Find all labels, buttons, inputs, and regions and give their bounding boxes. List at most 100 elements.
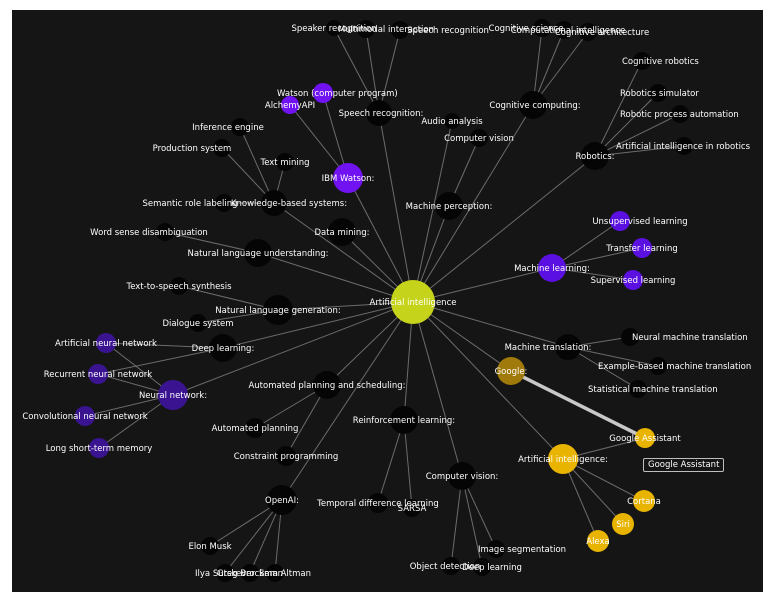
- node-label-cogc: Cognitive computing:: [489, 101, 580, 111]
- node-watcp[interactable]: [313, 83, 333, 103]
- node-tts[interactable]: [170, 277, 188, 295]
- node-spk[interactable]: [326, 20, 342, 36]
- edge-robotics-robsim: [594, 92, 659, 157]
- node-label-ilya: Ilya Sutskever: [195, 569, 255, 579]
- node-greg[interactable]: [241, 564, 259, 582]
- edge-root-dl: [222, 301, 414, 349]
- node-siri[interactable]: [612, 513, 634, 535]
- node-smt[interactable]: [629, 380, 647, 398]
- node-wsd[interactable]: [156, 223, 174, 241]
- edge-root-speech: [378, 112, 414, 303]
- node-label-ul: Unsupervised learning: [592, 217, 687, 227]
- node-label-cortana: Cortana: [627, 497, 661, 507]
- node-td[interactable]: [368, 493, 388, 513]
- edge-rl-sarsa: [403, 419, 413, 509]
- node-airob[interactable]: [675, 137, 693, 155]
- node-label-wsd: Word sense disambiguation: [90, 228, 208, 238]
- node-muii[interactable]: [357, 20, 375, 38]
- edge-cogc-cogarch: [532, 31, 589, 106]
- node-rpa[interactable]: [671, 105, 689, 123]
- node-nlg[interactable]: [263, 295, 293, 325]
- node-rnn[interactable]: [88, 364, 108, 384]
- node-label-openai: OpenAI:: [265, 496, 299, 506]
- node-seg[interactable]: [487, 540, 505, 558]
- node-label-od: Object detection: [410, 562, 481, 572]
- node-cogsci[interactable]: [533, 19, 551, 37]
- node-openai[interactable]: [267, 485, 297, 515]
- node-compint[interactable]: [555, 21, 573, 39]
- node-cv2[interactable]: [448, 462, 476, 490]
- node-google[interactable]: [497, 357, 525, 385]
- node-asr[interactable]: [391, 21, 409, 39]
- node-layer: [75, 19, 693, 582]
- node-sl[interactable]: [623, 270, 643, 290]
- node-ann[interactable]: [96, 333, 116, 353]
- node-mt[interactable]: [555, 334, 581, 360]
- node-cp[interactable]: [276, 446, 296, 466]
- node-cogarch[interactable]: [579, 23, 597, 41]
- node-cnn[interactable]: [75, 406, 95, 426]
- node-label-ann: Artificial neural network: [55, 339, 157, 349]
- node-ap[interactable]: [245, 418, 265, 438]
- edge-aiint-cortana: [562, 458, 645, 502]
- node-ml[interactable]: [538, 254, 566, 282]
- node-robotics[interactable]: [581, 142, 609, 170]
- edge-nn-cnn: [84, 394, 174, 417]
- node-dl[interactable]: [209, 334, 237, 362]
- node-nlu[interactable]: [244, 239, 272, 267]
- node-inf[interactable]: [231, 118, 249, 136]
- node-watson[interactable]: [333, 163, 363, 193]
- edge-cv2-od: [450, 475, 463, 567]
- node-ul[interactable]: [610, 211, 630, 231]
- node-dm[interactable]: [328, 218, 356, 246]
- node-ga[interactable]: [635, 428, 655, 448]
- node-nn[interactable]: [158, 380, 188, 410]
- node-label-cp: Constraint programming: [234, 452, 338, 462]
- node-cogc[interactable]: [519, 91, 547, 119]
- node-aps[interactable]: [313, 371, 341, 399]
- node-kbs[interactable]: [261, 190, 287, 216]
- node-cortana[interactable]: [633, 490, 655, 512]
- node-label-alch: AlchemyAPI: [265, 101, 315, 111]
- edge-speech-spk: [333, 27, 380, 114]
- edge-robotics-airob: [594, 145, 685, 157]
- edge-rl-td: [377, 419, 405, 504]
- node-aud[interactable]: [444, 113, 460, 129]
- node-ebmt[interactable]: [649, 357, 667, 375]
- node-root[interactable]: [391, 280, 435, 324]
- node-ilya[interactable]: [216, 564, 234, 582]
- node-musk[interactable]: [201, 537, 219, 555]
- node-cv1[interactable]: [470, 129, 488, 147]
- node-nmt[interactable]: [621, 328, 639, 346]
- node-label-cv2: Computer vision:: [426, 472, 499, 482]
- node-dl2[interactable]: [473, 558, 491, 576]
- edge-nlu-wsd: [164, 231, 259, 254]
- node-alexa[interactable]: [587, 530, 609, 552]
- node-dsys[interactable]: [189, 314, 207, 332]
- node-sam[interactable]: [266, 564, 284, 582]
- node-label-sarsa: SARSA: [398, 504, 427, 514]
- node-tl[interactable]: [632, 238, 652, 258]
- node-lstm[interactable]: [89, 438, 109, 458]
- node-tm[interactable]: [276, 153, 294, 171]
- node-robsim[interactable]: [649, 84, 667, 102]
- node-srl[interactable]: [215, 194, 233, 212]
- edge-google-ga: [510, 369, 646, 440]
- node-cogrob[interactable]: [633, 52, 651, 70]
- node-rl[interactable]: [390, 406, 418, 434]
- node-label-kbs: Knowledge-based systems:: [231, 199, 347, 209]
- node-label-dsys: Dialogue system: [162, 319, 233, 329]
- node-mp[interactable]: [435, 192, 463, 220]
- node-speech[interactable]: [366, 100, 392, 126]
- node-aiint[interactable]: [548, 444, 578, 474]
- edge-root-nlg: [277, 301, 414, 311]
- node-od[interactable]: [442, 557, 460, 575]
- node-label-aps: Automated planning and scheduling:: [248, 381, 405, 391]
- node-alch[interactable]: [281, 96, 299, 114]
- node-label-compint: Computational intelligence: [511, 26, 626, 36]
- node-sarsa[interactable]: [403, 499, 421, 517]
- node-prod[interactable]: [213, 139, 231, 157]
- edge-kbs-inf: [239, 126, 275, 204]
